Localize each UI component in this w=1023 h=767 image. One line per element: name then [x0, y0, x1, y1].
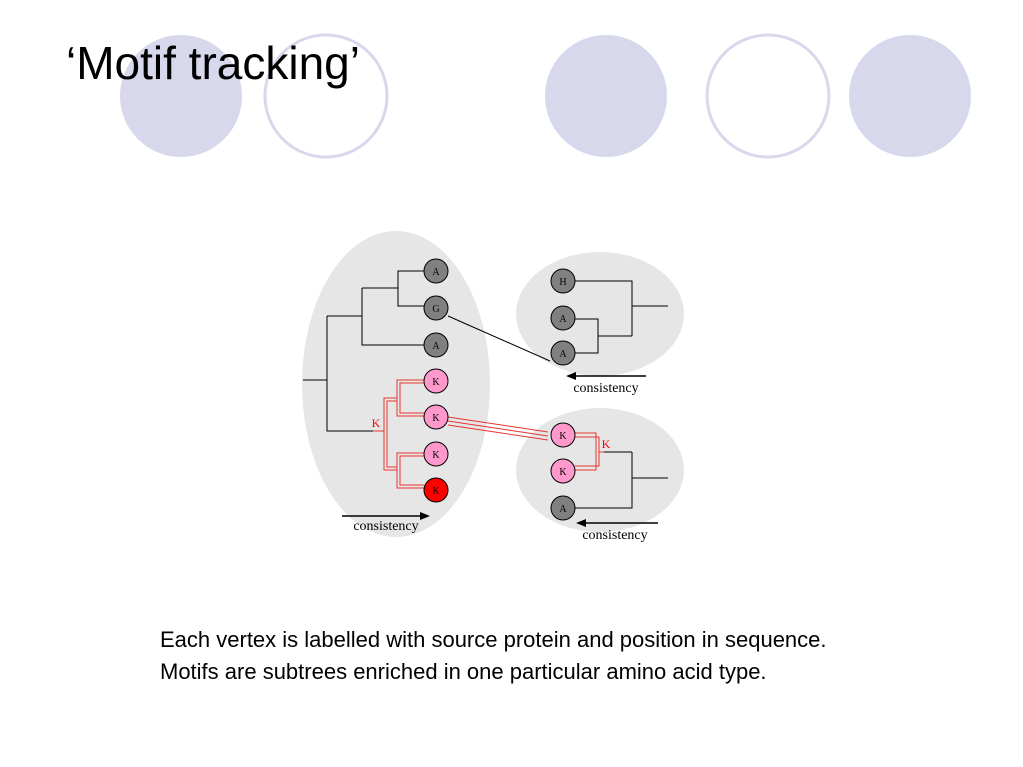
consistency-arrows: [342, 372, 658, 527]
node-label: K: [559, 431, 567, 442]
top-right-tree-branches: [575, 280, 668, 354]
node-label: A: [559, 504, 567, 515]
left-consistency-label: consistency: [353, 519, 418, 534]
tree-node-gray: [550, 340, 576, 366]
node-label: K: [559, 467, 567, 478]
node-label: H: [559, 277, 566, 288]
tree-node-gray: [550, 495, 576, 521]
left-motif-label: K: [372, 416, 381, 430]
caption-line: Motifs are subtrees enriched in one part…: [160, 659, 767, 684]
tree-node-pink: [423, 404, 449, 430]
node-label: A: [432, 341, 440, 352]
node-label: K: [432, 413, 440, 424]
node-label: A: [432, 267, 440, 278]
bottom-right-consistency-label: consistency: [582, 528, 647, 543]
top-right-tree-nodes: H A A: [550, 268, 576, 366]
decor-circle-filled: [120, 35, 242, 157]
caption-line: Each vertex is labelled with source prot…: [160, 627, 827, 652]
decor-circle-outline: [705, 33, 831, 159]
node-label: A: [559, 314, 567, 325]
tree-node-pink: [550, 458, 576, 484]
decor-circle-filled: [849, 35, 971, 157]
node-label: A: [559, 349, 567, 360]
link-g-to-a: [447, 315, 551, 362]
bottom-right-tree-nodes: K K A: [550, 422, 576, 521]
tree-node-gray: [423, 258, 449, 284]
tree-node-gray: [423, 332, 449, 358]
left-tree-nodes: A G A K K K K: [423, 258, 449, 503]
tree-node-pink: [423, 441, 449, 467]
bottom-right-tree-branches: [575, 451, 668, 509]
tree-node-red: [423, 477, 449, 503]
bottom-right-motif-label: K: [602, 437, 611, 451]
cluster-left: [302, 231, 490, 537]
node-label: K: [432, 486, 440, 497]
tree-node-gray: [423, 295, 449, 321]
tree-node-pink: [550, 422, 576, 448]
node-label: K: [432, 377, 440, 388]
tree-node-gray: [550, 305, 576, 331]
bottom-right-motif-branches: [575, 432, 604, 471]
cluster-bottom-right: [516, 408, 684, 532]
link-k-to-k: [447, 416, 549, 441]
node-label: G: [432, 304, 439, 315]
top-right-consistency-label: consistency: [573, 381, 638, 396]
left-motif-branches: [373, 379, 424, 489]
decor-circle-filled: [545, 35, 667, 157]
decorative-circles: [120, 33, 971, 159]
decor-circle-outline: [263, 33, 389, 159]
tree-node-pink: [423, 368, 449, 394]
left-tree-branches: [303, 270, 424, 432]
tree-node-gray: [550, 268, 576, 294]
slide-title: ‘Motif tracking’: [66, 37, 360, 89]
slide-caption: Each vertex is labelled with source prot…: [160, 624, 827, 688]
node-label: K: [432, 450, 440, 461]
